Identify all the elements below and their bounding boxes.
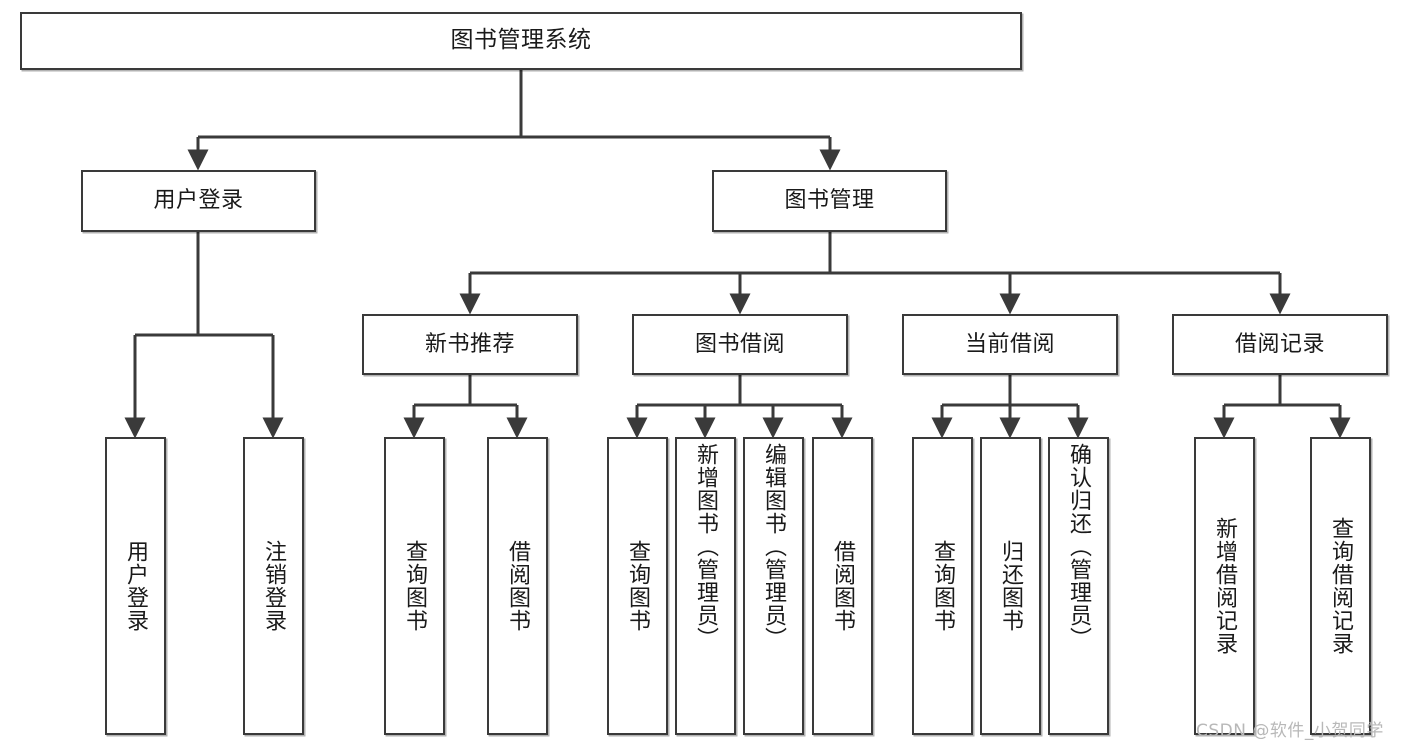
node-label: 借阅图书 [830, 540, 856, 632]
node-label: 查询图书 [402, 540, 428, 632]
node-new-book-recommend[interactable]: 新书推荐 [362, 314, 578, 375]
node-root-system[interactable]: 图书管理系统 [20, 12, 1022, 70]
node-label: 注销登录 [261, 540, 287, 632]
leaf-borrow-query-book[interactable]: 查询图书 [607, 437, 668, 735]
node-label: 图书管理 [784, 188, 875, 214]
node-label: 编辑图书（管理员） [761, 443, 787, 650]
node-label: 查询图书 [625, 540, 651, 632]
node-label: 用户登录 [153, 188, 244, 214]
node-label: 新书推荐 [424, 331, 515, 357]
leaf-recommend-query-book[interactable]: 查询图书 [384, 437, 445, 735]
node-label: 用户登录 [123, 540, 149, 632]
leaf-current-query-book[interactable]: 查询图书 [912, 437, 973, 735]
node-label: 确认归还（管理员） [1066, 443, 1092, 650]
leaf-user-login-logout[interactable]: 注销登录 [243, 437, 304, 735]
leaf-current-confirm-return-admin[interactable]: 确认归还（管理员） [1048, 437, 1109, 735]
node-label: 图书管理系统 [450, 27, 592, 54]
leaf-user-login-login[interactable]: 用户登录 [105, 437, 166, 735]
node-user-login[interactable]: 用户登录 [81, 170, 316, 232]
leaf-record-query-record[interactable]: 查询借阅记录 [1310, 437, 1371, 735]
node-borrow-record[interactable]: 借阅记录 [1172, 314, 1388, 375]
node-label: 归还图书 [998, 540, 1024, 632]
leaf-borrow-borrow-book[interactable]: 借阅图书 [812, 437, 873, 735]
leaf-current-return-book[interactable]: 归还图书 [980, 437, 1041, 735]
node-current-borrow[interactable]: 当前借阅 [902, 314, 1118, 375]
node-label: 新增图书（管理员） [693, 443, 719, 650]
csdn-watermark: CSDN @软件_小贺同学 [1196, 721, 1384, 741]
node-label: 查询借阅记录 [1328, 517, 1354, 655]
node-label: 当前借阅 [964, 331, 1055, 357]
node-label: 查询图书 [930, 540, 956, 632]
node-label: 借阅记录 [1234, 331, 1325, 357]
leaf-borrow-edit-book-admin[interactable]: 编辑图书（管理员） [743, 437, 804, 735]
node-book-borrow[interactable]: 图书借阅 [632, 314, 848, 375]
leaf-borrow-add-book-admin[interactable]: 新增图书（管理员） [675, 437, 736, 735]
leaf-record-add-record[interactable]: 新增借阅记录 [1194, 437, 1255, 735]
node-label: 图书借阅 [694, 331, 785, 357]
leaf-recommend-borrow-book[interactable]: 借阅图书 [487, 437, 548, 735]
node-book-management[interactable]: 图书管理 [712, 170, 947, 232]
node-label: 新增借阅记录 [1212, 517, 1238, 655]
node-label: 借阅图书 [505, 540, 531, 632]
